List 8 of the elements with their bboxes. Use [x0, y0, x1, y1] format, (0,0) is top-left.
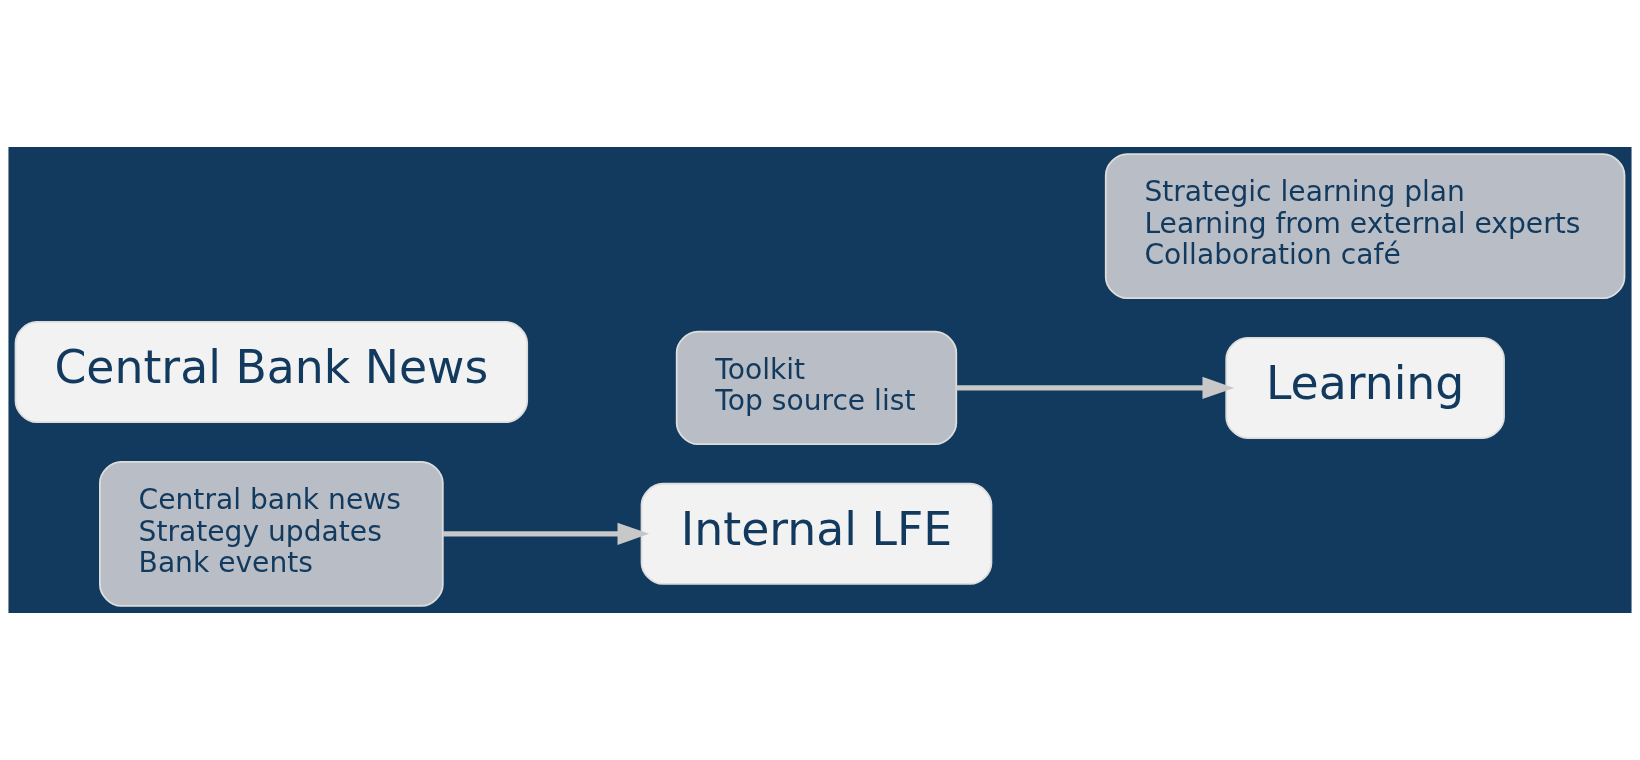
node-box: Central bank news Strategy updates Bank events — [99, 460, 444, 607]
node-box: Toolkit Top source list — [675, 330, 958, 446]
arrow — [443, 522, 650, 545]
node-box: Strategic learning plan Learning from external experts Collaboration café — [1104, 153, 1626, 300]
arrow — [956, 376, 1235, 400]
node-box: Central Bank News — [14, 321, 529, 424]
node-box: Learning — [1225, 336, 1505, 439]
node-box: Internal LFE — [640, 482, 993, 585]
